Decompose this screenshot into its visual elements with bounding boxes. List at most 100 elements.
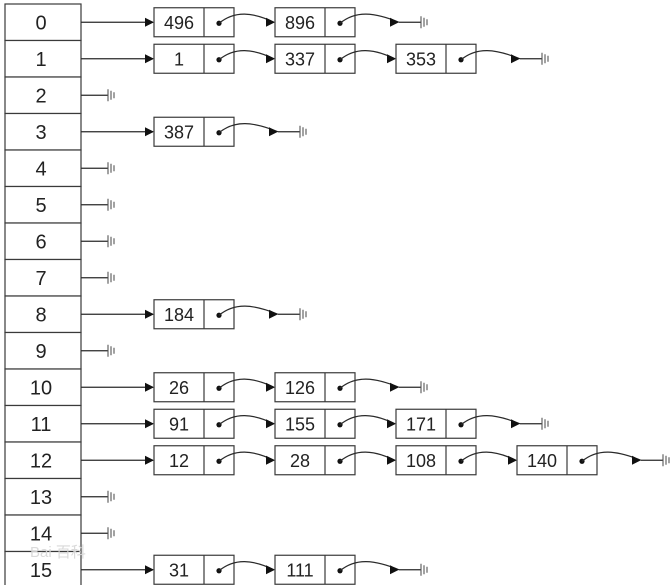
arrow-head	[387, 455, 396, 465]
null-terminator	[107, 271, 115, 284]
bucket-slot	[4, 550, 82, 585]
node-box	[153, 372, 235, 403]
node-value: 12	[169, 451, 189, 471]
list-node: 155	[274, 408, 356, 439]
bucket-index: 2	[35, 85, 46, 107]
list-node: 140	[516, 445, 598, 476]
null-terminator	[420, 381, 428, 394]
bucket-slot	[4, 404, 82, 443]
list-node: 111	[274, 554, 356, 585]
watermark-text: Bai 百科	[30, 544, 86, 561]
arrow-head	[145, 17, 154, 27]
node-value: 496	[164, 13, 194, 33]
arrow-head	[145, 455, 154, 465]
arrow-head	[145, 565, 154, 575]
bucket-slot	[4, 258, 82, 297]
null-terminator	[107, 162, 115, 175]
node-value: 337	[285, 49, 315, 69]
arrow-head	[145, 127, 154, 137]
null-terminator	[420, 563, 428, 576]
node-value: 184	[164, 305, 194, 325]
list-node: 108	[395, 445, 477, 476]
null-terminator	[107, 527, 115, 540]
arrow-head	[266, 382, 275, 392]
arrow-head	[145, 54, 154, 64]
bucket-index: 6	[35, 231, 46, 253]
arrow-head	[508, 455, 517, 465]
list-node: 26	[153, 372, 235, 403]
arrow-head	[266, 455, 275, 465]
list-node: 91	[153, 408, 235, 439]
list-node: 171	[395, 408, 477, 439]
chains: 496 896 1 337 353 387 184 26 126 91 155 171 12 28 108 1…	[81, 7, 670, 585]
list-node: 126	[274, 372, 356, 403]
node-value: 108	[406, 451, 436, 471]
bucket-index: 15	[30, 560, 52, 582]
node-box	[153, 408, 235, 439]
node-value: 896	[285, 13, 315, 33]
node-value: 353	[406, 49, 436, 69]
list-node: 28	[274, 445, 356, 476]
node-value: 155	[285, 414, 315, 434]
list-node: 1	[153, 43, 235, 74]
null-terminator	[107, 89, 115, 102]
node-value: 140	[527, 451, 557, 471]
bucket-slot	[4, 185, 82, 224]
bucket-index: 14	[30, 523, 52, 545]
list-node: 31	[153, 554, 235, 585]
arrow-head	[145, 309, 154, 319]
node-box	[153, 554, 235, 585]
bucket-index: 12	[30, 450, 52, 472]
null-terminator	[299, 125, 307, 138]
bucket-slot	[4, 39, 82, 78]
node-box	[153, 43, 235, 74]
arrow-head	[266, 54, 275, 64]
arrow-head	[145, 419, 154, 429]
list-node: 387	[153, 116, 235, 147]
node-box	[274, 372, 356, 403]
arrow-head	[390, 382, 399, 392]
bucket-slot	[4, 331, 82, 370]
bucket-index: 1	[35, 49, 46, 71]
arrow-head	[269, 127, 278, 137]
node-box	[153, 445, 235, 476]
list-node: 896	[274, 7, 356, 38]
arrow-head	[390, 565, 399, 575]
null-terminator	[107, 235, 115, 248]
null-terminator	[662, 454, 670, 467]
bucket-index: 7	[35, 268, 46, 290]
bucket-index: 5	[35, 195, 46, 217]
arrow-head	[511, 54, 520, 64]
node-value: 171	[406, 414, 436, 434]
node-box	[274, 554, 356, 585]
arrow-head	[632, 455, 641, 465]
list-node: 353	[395, 43, 477, 74]
arrow-head	[266, 419, 275, 429]
node-box	[274, 43, 356, 74]
list-node: 12	[153, 445, 235, 476]
node-value: 28	[290, 451, 310, 471]
arrow-head	[145, 382, 154, 392]
node-value: 126	[285, 378, 315, 398]
arrow-head	[269, 309, 278, 319]
bucket-index: 9	[35, 341, 46, 363]
bucket-index: 10	[30, 377, 52, 399]
bucket-index: 4	[35, 158, 46, 180]
null-terminator	[420, 16, 428, 29]
list-node: 496	[153, 7, 235, 38]
bucket-index: 0	[35, 12, 46, 34]
list-node: 184	[153, 299, 235, 330]
arrow-head	[387, 54, 396, 64]
null-terminator	[107, 198, 115, 211]
null-terminator	[541, 52, 549, 65]
null-terminator	[107, 490, 115, 503]
watermark: Bai 百科	[30, 544, 86, 561]
bucket-index: 13	[30, 487, 52, 509]
node-value: 26	[169, 378, 189, 398]
null-terminator	[541, 417, 549, 430]
node-box	[153, 116, 235, 147]
arrow-head	[511, 419, 520, 429]
node-value: 111	[286, 560, 313, 580]
